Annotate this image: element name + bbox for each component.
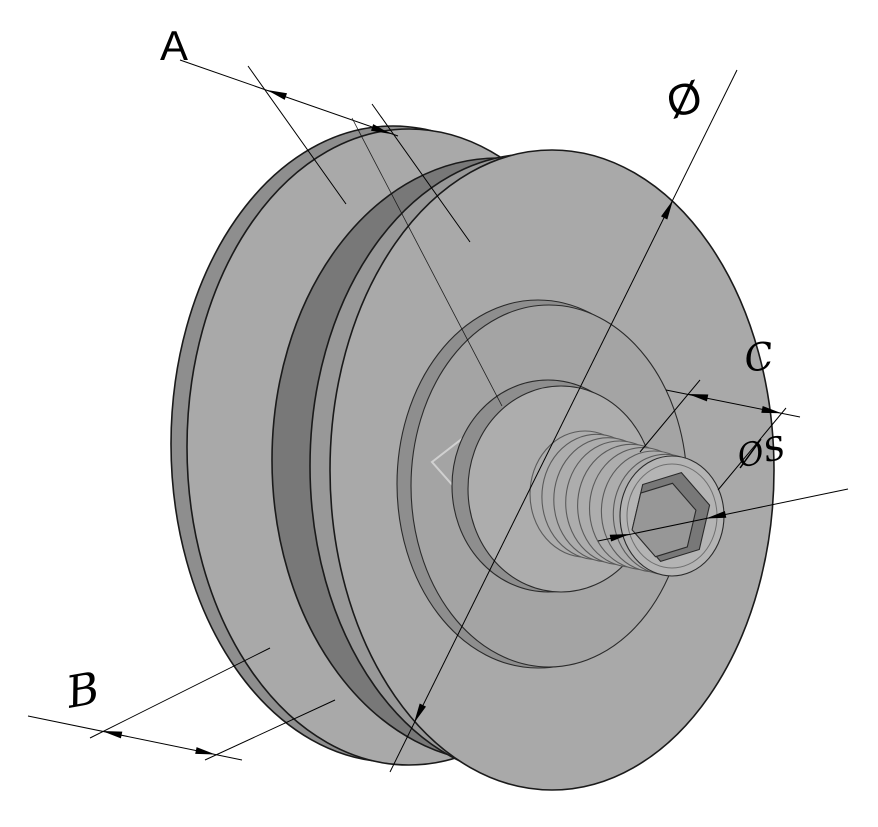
dim-a-centerline	[351, 117, 503, 407]
dim-b-label: B	[62, 663, 104, 719]
dim-diameter-label: Ø	[661, 72, 707, 128]
dim-diameter-arrowhead-top	[661, 200, 673, 220]
dimension-c: C	[639, 333, 801, 491]
dim-a-extension-2	[371, 103, 471, 243]
dim-diameter-arrowhead-bottom	[414, 703, 426, 723]
dim-c-extension-2	[717, 407, 787, 491]
dim-diameter-line	[389, 69, 738, 773]
dim-b-arrowhead-left	[102, 731, 123, 739]
dim-a-extension-1	[247, 65, 347, 205]
threaded-stud	[529, 430, 725, 577]
dim-c-arrowhead-left	[688, 394, 709, 402]
dim-c-label: C	[741, 333, 776, 381]
dim-b-extension-1	[89, 647, 271, 739]
hex-socket-floor	[631, 482, 697, 558]
dim-b-arrowhead-right	[195, 747, 216, 755]
dim-socket-arrowhead-left	[609, 534, 630, 542]
dim-c-arrowhead-right	[761, 406, 782, 414]
dimension-a: A	[160, 22, 503, 407]
dim-b-extension-2	[204, 699, 336, 761]
dim-a-arrowhead-right	[371, 124, 391, 134]
dim-a-label: A	[160, 22, 188, 69]
dim-socket-arrowhead-right	[706, 511, 727, 519]
dim-a-arrowhead-left	[267, 90, 287, 100]
dim-a-line	[179, 59, 399, 137]
dim-c-extension-1	[639, 379, 701, 453]
